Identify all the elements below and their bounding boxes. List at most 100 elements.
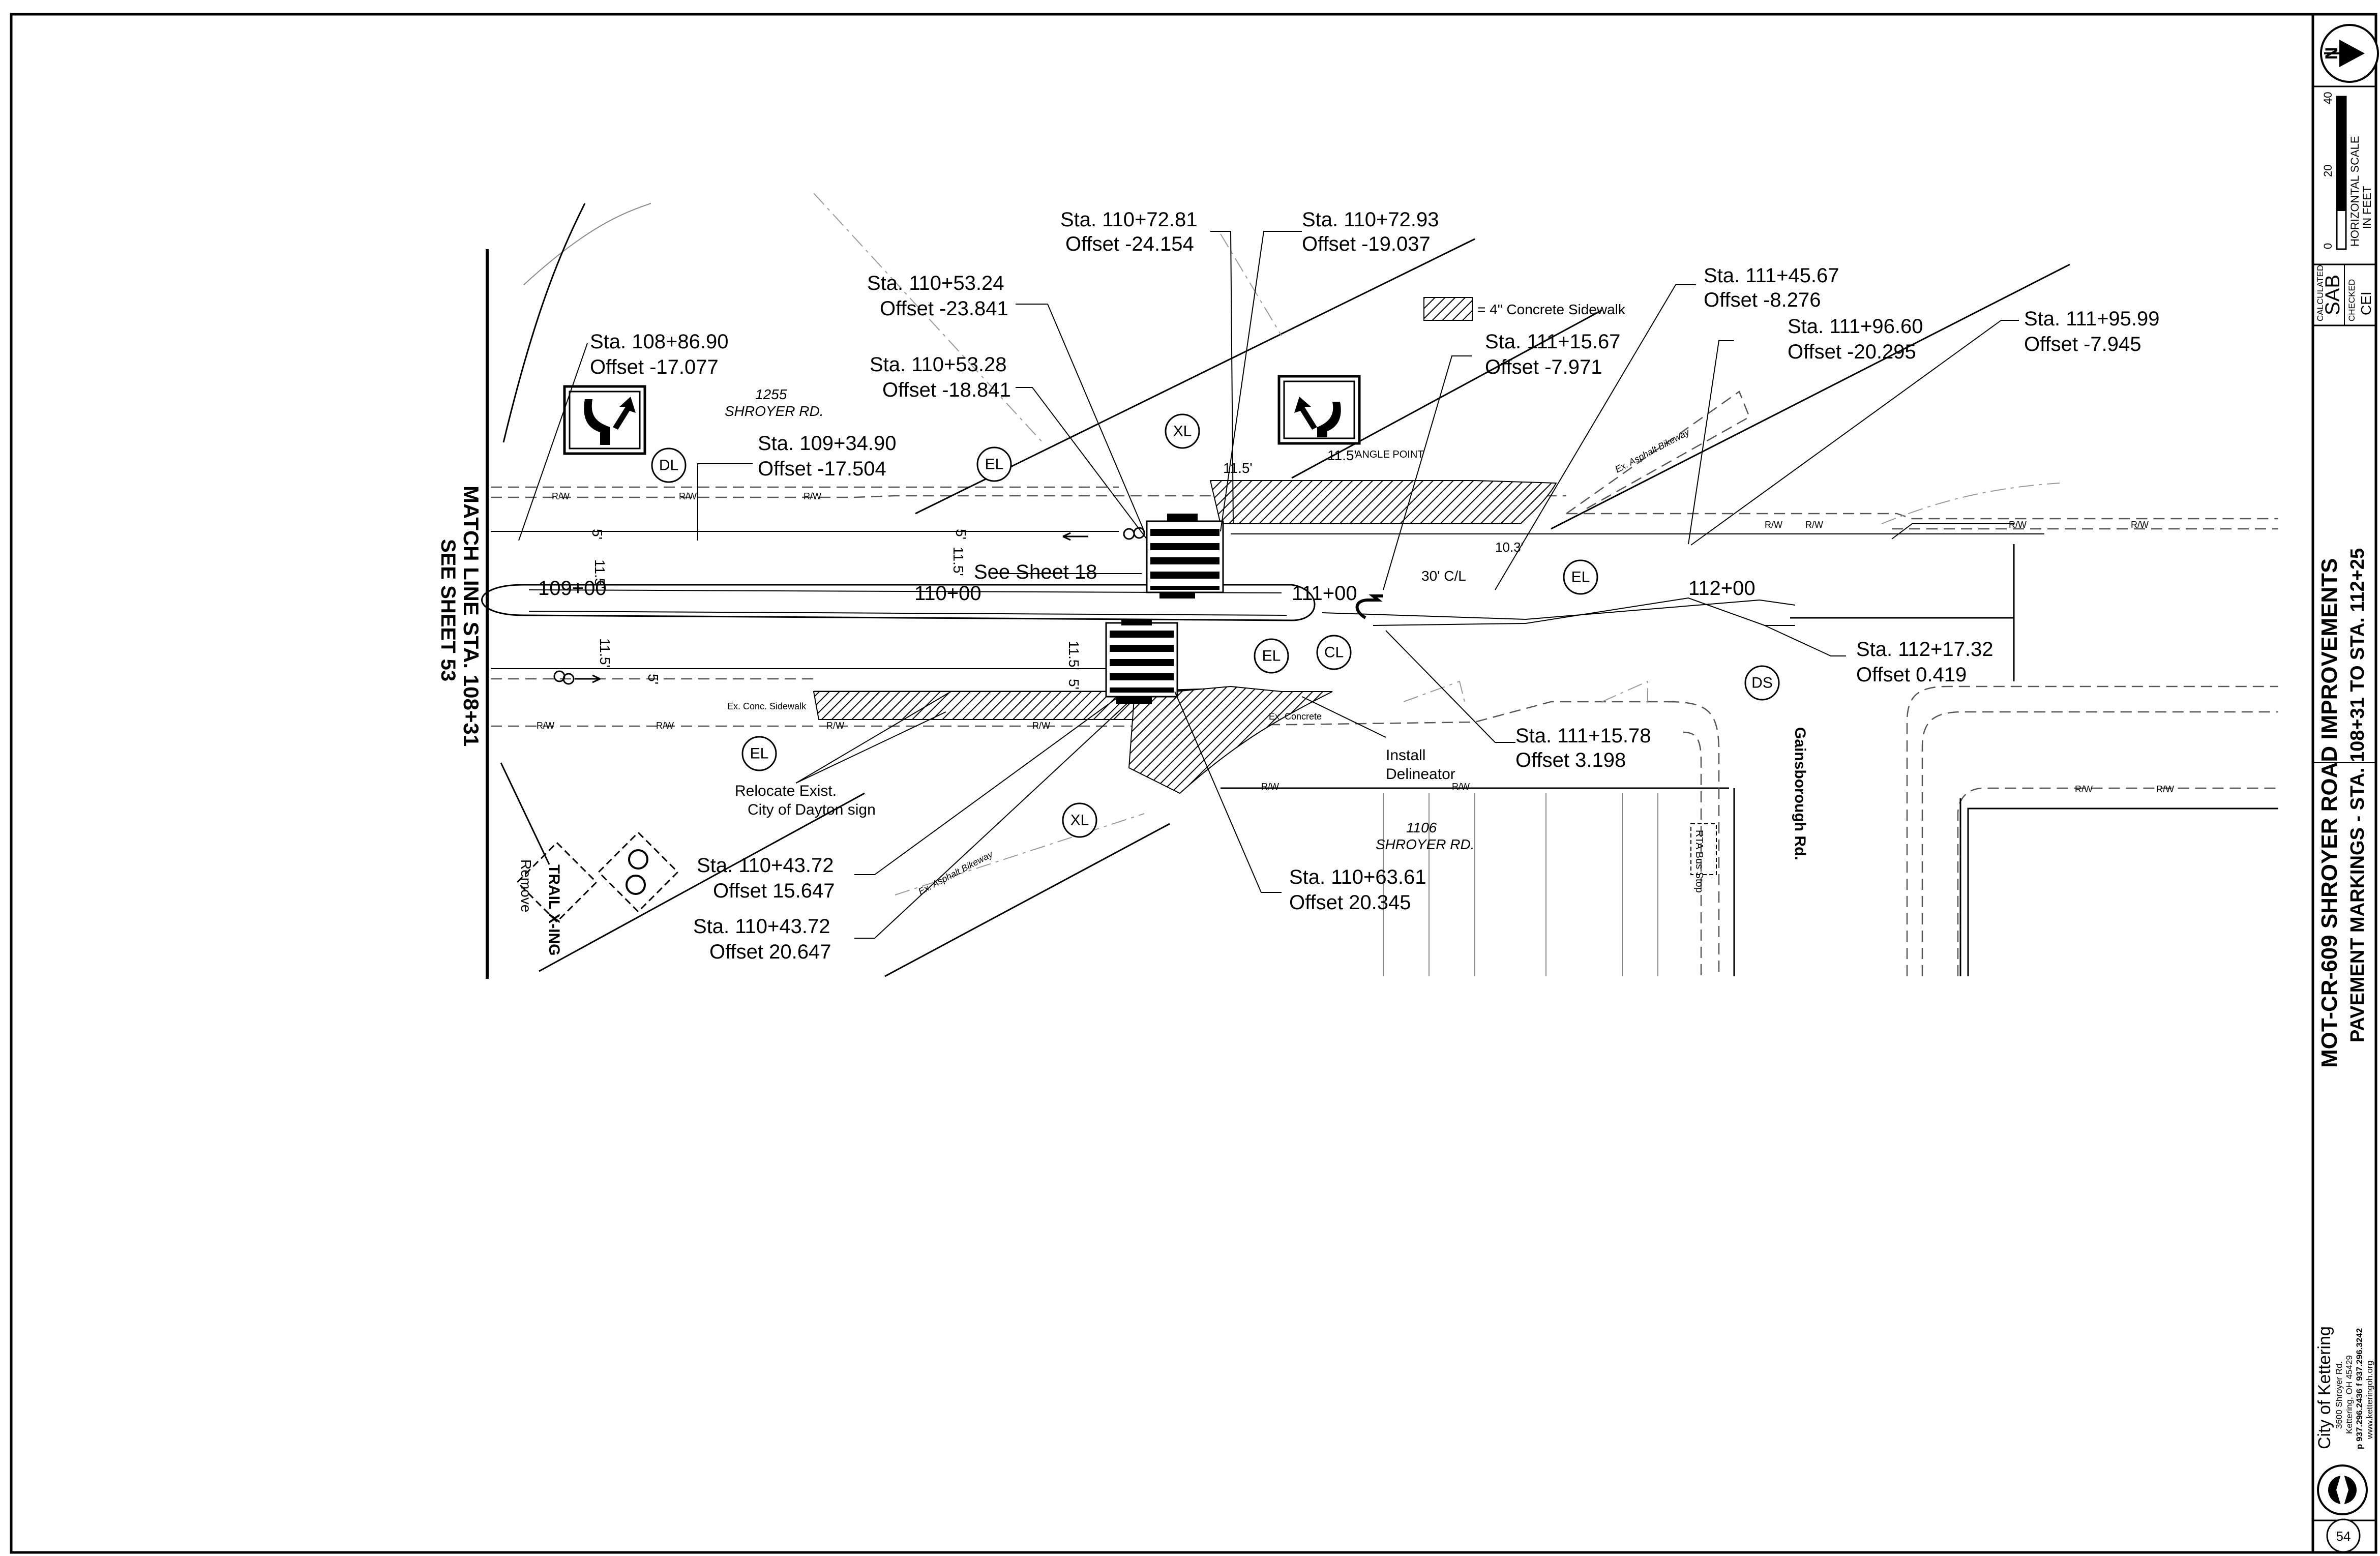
bicycle-icon — [626, 849, 648, 895]
svg-text:R/W: R/W — [656, 721, 674, 731]
install-delineator-1: Install — [1386, 747, 1425, 764]
address-1255-num: 1255 — [755, 386, 787, 402]
angle-point-note: ANGLE POINT — [1355, 449, 1423, 460]
svg-text:5': 5' — [645, 674, 661, 684]
north-label: N — [2322, 47, 2341, 60]
svg-text:11.5': 11.5' — [1066, 641, 1082, 670]
rw-tags: R/W R/W R/W R/W R/W R/W R/W R/W R/W R/W … — [537, 491, 2174, 794]
svg-text:11.5': 11.5' — [597, 638, 613, 668]
callout-110-53-a: Sta. 110+53.24 Offset -23.841 — [867, 272, 1008, 320]
symbol-cl: CL — [1316, 635, 1352, 670]
agency-phone: p 937.296.2436 f 937.296.3242 — [2355, 1328, 2364, 1449]
callouts: Sta. 108+86.90 Offset -17.077 Sta. 109+3… — [590, 208, 2160, 963]
sheet-border — [10, 13, 2377, 1554]
svg-text:Offset 20.345: Offset 20.345 — [1289, 891, 1411, 914]
callout-108-86: Sta. 108+86.90 Offset -17.077 — [590, 331, 728, 378]
svg-text:R/W: R/W — [826, 721, 844, 731]
scale-bar: 0 20 40 HORIZONTAL SCALE IN FEET — [2322, 92, 2373, 250]
svg-text:Sta. 110+43.72: Sta. 110+43.72 — [693, 915, 830, 938]
title-block: N 0 20 40 HORIZONTAL SCALE IN FEET CALCU… — [2311, 14, 2379, 1553]
svg-text:Offset -18.841: Offset -18.841 — [882, 379, 1011, 401]
relocate-sign-1: Relocate Exist. — [735, 783, 837, 799]
agency-web: www.ketteringoh.org — [2365, 1361, 2374, 1440]
svg-text:5': 5' — [1066, 679, 1082, 690]
north-arrow-icon: N — [2320, 24, 2379, 83]
gainsborough-rd: Gainsborough Rd. — [1792, 727, 1808, 860]
svg-text:Offset -17.077: Offset -17.077 — [590, 356, 719, 378]
svg-text:EL: EL — [1262, 648, 1281, 665]
svg-text:R/W: R/W — [2156, 784, 2174, 794]
svg-text:Offset 0.419: Offset 0.419 — [1856, 664, 1967, 686]
crosswalk-north — [1146, 514, 1224, 599]
agency-address: 3600 Shroyer Rd. — [2334, 1361, 2344, 1429]
notes: = 4" Concrete Sidewalk See Sheet 18 Inst… — [735, 297, 1626, 818]
svg-text:Sta. 110+72.93: Sta. 110+72.93 — [1302, 208, 1439, 231]
symbol-dl: DL — [651, 447, 687, 483]
svg-text:R/W: R/W — [537, 721, 554, 731]
svg-text:Offset 3.198: Offset 3.198 — [1515, 749, 1626, 771]
station-labels: 109+00 110+00 111+00 112+00 — [538, 577, 1756, 605]
callout-111-15-a: Sta. 111+15.67 Offset -7.971 — [1485, 331, 1621, 378]
symbol-el-4: EL — [741, 736, 777, 771]
leader-lines — [518, 231, 2019, 939]
station-109: 109+00 — [538, 577, 607, 600]
scale-tick-0: 0 — [2322, 243, 2334, 249]
symbol-el-2: EL — [1563, 559, 1598, 595]
pavement-arrows — [553, 527, 1383, 685]
svg-text:Sta. 110+43.72: Sta. 110+43.72 — [697, 854, 834, 877]
svg-text:Offset -17.504: Offset -17.504 — [758, 458, 886, 480]
sheet-number-circle — [2326, 1518, 2361, 1553]
match-line-sheet: SEE SHEET 53 — [437, 539, 459, 681]
svg-text:R/W: R/W — [1765, 520, 1782, 530]
svg-text:11.5': 11.5' — [1327, 447, 1357, 463]
checked-by: CEI — [2358, 291, 2374, 315]
scale-label: HORIZONTAL SCALE — [2348, 136, 2361, 247]
svg-text:Offset 20.647: Offset 20.647 — [709, 941, 831, 963]
legend-text: = 4" Concrete Sidewalk — [1477, 302, 1626, 317]
trail-sign-text: TRAIL X-ING — [546, 864, 562, 955]
svg-text:Sta. 108+86.90: Sta. 108+86.90 — [590, 331, 728, 353]
symbol-el-1: EL — [976, 446, 1012, 482]
svg-text:Offset -20.295: Offset -20.295 — [1788, 341, 1916, 363]
dim-10-3: 10.3' — [1495, 540, 1524, 555]
symbol-bubbles: DL EL XL EL EL CL DS EL XL — [651, 413, 1780, 838]
svg-text:Sta. 111+96.60: Sta. 111+96.60 — [1788, 315, 1923, 338]
svg-text:Sta. 111+15.78: Sta. 111+15.78 — [1515, 725, 1651, 747]
callout-111-96: Sta. 111+96.60 Offset -20.295 — [1788, 315, 1923, 363]
callout-110-63: Sta. 110+63.61 Offset 20.345 — [1289, 866, 1426, 914]
svg-text:5': 5' — [953, 529, 969, 540]
symbol-ds: DS — [1744, 665, 1780, 701]
symbol-xl-2: XL — [1062, 802, 1097, 838]
station-111: 111+00 — [1292, 582, 1357, 605]
station-110: 110+00 — [914, 582, 981, 605]
calculated-label: CALCULATED — [2315, 265, 2325, 321]
install-delineator-2: Delineator — [1386, 766, 1455, 783]
match-line: MATCH LINE STA. 108+31 SEE SHEET 53 — [437, 249, 489, 979]
svg-text:Sta. 110+53.24: Sta. 110+53.24 — [867, 272, 1004, 294]
svg-text:Offset -24.154: Offset -24.154 — [1065, 233, 1194, 255]
svg-text:EL: EL — [1571, 569, 1590, 586]
svg-text:Offset -7.945: Offset -7.945 — [2024, 333, 2141, 355]
callout-110-72-a: Sta. 110+72.81 Offset -24.154 — [1060, 208, 1198, 255]
svg-text:Sta. 111+15.67: Sta. 111+15.67 — [1485, 331, 1621, 353]
svg-text:Offset -19.037: Offset -19.037 — [1302, 233, 1431, 255]
address-1255-street: SHROYER RD. — [725, 403, 823, 419]
svg-text:R/W: R/W — [679, 491, 697, 501]
match-line-text: MATCH LINE STA. 108+31 — [459, 486, 483, 746]
svg-text:11.5': 11.5' — [592, 559, 608, 589]
project-subtitle: PAVEMENT MARKINGS - STA. 108+31 TO STA. … — [2347, 548, 2368, 1042]
svg-text:Sta. 111+95.99: Sta. 111+95.99 — [2024, 308, 2160, 330]
symbol-xl-1: XL — [1165, 413, 1200, 449]
callout-111-15-b: Sta. 111+15.78 Offset 3.198 — [1515, 725, 1651, 771]
svg-text:R/W: R/W — [2131, 520, 2149, 530]
svg-text:Offset -23.841: Offset -23.841 — [880, 297, 1008, 320]
bikeway-south: Ex. Asphalt Bikeway — [916, 849, 995, 896]
svg-text:EL: EL — [985, 456, 1004, 473]
svg-text:R/W: R/W — [2075, 784, 2093, 794]
svg-text:R/W: R/W — [1805, 520, 1823, 530]
relocate-sign-2: City of Dayton sign — [748, 801, 876, 818]
callout-111-95: Sta. 111+95.99 Offset -7.945 — [2024, 308, 2160, 355]
svg-text:Offset 15.647: Offset 15.647 — [713, 880, 835, 902]
bus-stop-box — [1690, 823, 1717, 875]
